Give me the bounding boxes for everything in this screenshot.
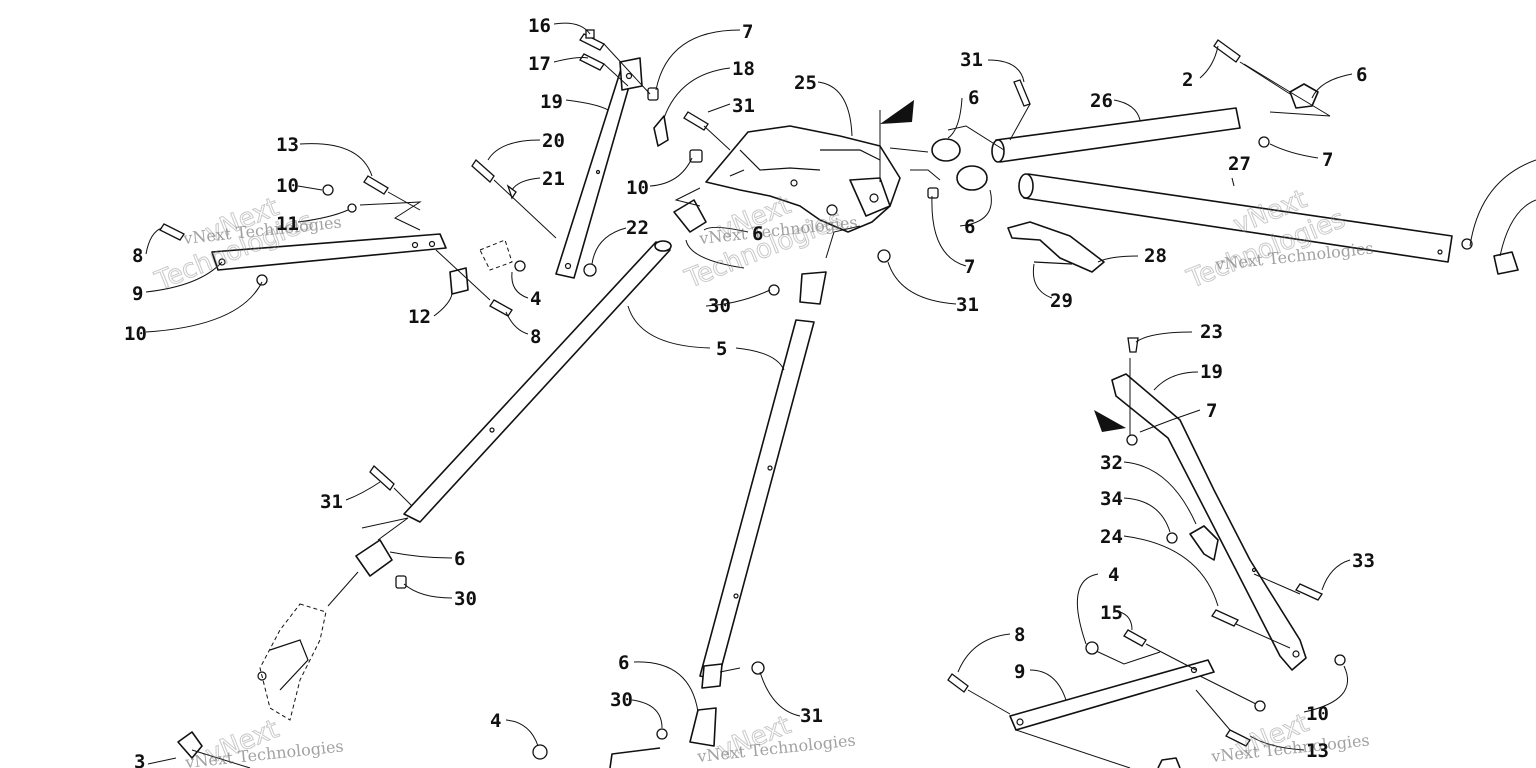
callout-13: 13 — [1306, 740, 1329, 762]
callout-12: 12 — [408, 306, 431, 328]
callout-6: 6 — [454, 548, 465, 570]
callout-19: 19 — [1200, 361, 1223, 383]
direction-arrow-right — [1094, 410, 1126, 432]
callout-13: 13 — [276, 134, 299, 156]
bracket-28 — [1007, 221, 1105, 273]
clip-12 — [449, 267, 469, 295]
connector-6-left-lower — [355, 539, 393, 577]
callout-24: 24 — [1100, 526, 1123, 548]
callout-7: 7 — [1206, 400, 1217, 422]
callout-28: 28 — [1144, 245, 1167, 267]
callout-27: 27 — [1228, 153, 1251, 175]
end-cap-right — [1493, 251, 1519, 275]
nut-right-edge — [1461, 238, 1473, 250]
parts-layer — [145, 22, 1536, 768]
callout-19: 19 — [540, 91, 563, 113]
callout-10: 10 — [626, 177, 649, 199]
callout-4: 4 — [1108, 564, 1119, 586]
callout-11: 11 — [276, 213, 299, 235]
callout-7: 7 — [964, 256, 975, 278]
callout-8: 8 — [132, 245, 143, 267]
callout-26: 26 — [1090, 90, 1113, 112]
bracket-18 — [653, 115, 669, 147]
callout-2: 2 — [1182, 69, 1193, 91]
callout-16: 16 — [528, 15, 551, 37]
callout-10: 10 — [124, 323, 147, 345]
callout-6: 6 — [618, 652, 629, 674]
callout-15: 15 — [1100, 602, 1123, 624]
right-cross-bracket — [1009, 649, 1215, 731]
callout-22: 22 — [626, 217, 649, 239]
callout-18: 18 — [732, 58, 755, 80]
direction-arrow-top — [880, 100, 914, 124]
right-vertical-strut — [1111, 373, 1307, 671]
callout-31: 31 — [732, 95, 755, 117]
callout-6: 6 — [1356, 64, 1367, 86]
callout-6: 6 — [964, 216, 975, 238]
connector-6-bottom — [689, 707, 717, 747]
callout-6: 6 — [752, 223, 763, 245]
bottom-right-bracket — [1157, 757, 1181, 768]
callout-10: 10 — [276, 175, 299, 197]
connector-6-mid-bottom — [701, 663, 723, 689]
callout-10: 10 — [1306, 703, 1329, 725]
callout-34: 34 — [1100, 488, 1123, 510]
callout-9: 9 — [132, 283, 143, 305]
clamp-32 — [1189, 525, 1219, 561]
coupler-6-lower — [956, 165, 988, 191]
callout-labels: 16 7 17 18 19 31 25 31 6 26 2 6 7 27 13 … — [124, 15, 1375, 768]
center-vertical-tube — [699, 319, 815, 681]
center-hub — [705, 125, 901, 233]
left-diagonal-tube — [403, 240, 672, 523]
callout-31: 31 — [956, 294, 979, 316]
callout-25: 25 — [794, 72, 817, 94]
callout-21: 21 — [542, 168, 565, 190]
callout-17: 17 — [528, 53, 551, 75]
callout-31: 31 — [800, 705, 823, 727]
callout-5: 5 — [716, 338, 727, 360]
callout-6: 6 — [968, 87, 979, 109]
callout-9: 9 — [1014, 661, 1025, 683]
callout-7: 7 — [1322, 149, 1333, 171]
upper-right-tube — [947, 107, 1241, 163]
fasteners — [159, 29, 1346, 760]
leader-lines — [145, 22, 1536, 765]
assembly-lines — [191, 43, 1301, 768]
cap-6-top — [1289, 83, 1319, 109]
callout-8: 8 — [1014, 624, 1025, 646]
callout-8: 8 — [530, 326, 541, 348]
connector-6-upper — [673, 199, 707, 233]
callout-4: 4 — [490, 710, 501, 732]
callout-23: 23 — [1200, 321, 1223, 343]
callout-31: 31 — [960, 49, 983, 71]
callout-30: 30 — [708, 295, 731, 317]
callout-32: 32 — [1100, 452, 1123, 474]
lower-right-tube — [1018, 173, 1453, 263]
bottom-left-mount — [257, 603, 327, 721]
callout-29: 29 — [1050, 290, 1073, 312]
left-cross-bracket — [211, 201, 447, 271]
plate-bottom — [609, 747, 661, 768]
callout-7: 7 — [742, 21, 753, 43]
dashed-mount-left — [479, 239, 513, 271]
callout-4: 4 — [530, 288, 541, 310]
callout-3: 3 — [134, 751, 145, 768]
connector-6-center — [799, 271, 827, 305]
coupler-6-upper — [931, 138, 961, 162]
callout-30: 30 — [610, 689, 633, 711]
callout-20: 20 — [542, 130, 565, 152]
callout-30: 30 — [454, 588, 477, 610]
callout-31: 31 — [320, 491, 343, 513]
callout-33: 33 — [1352, 550, 1375, 572]
